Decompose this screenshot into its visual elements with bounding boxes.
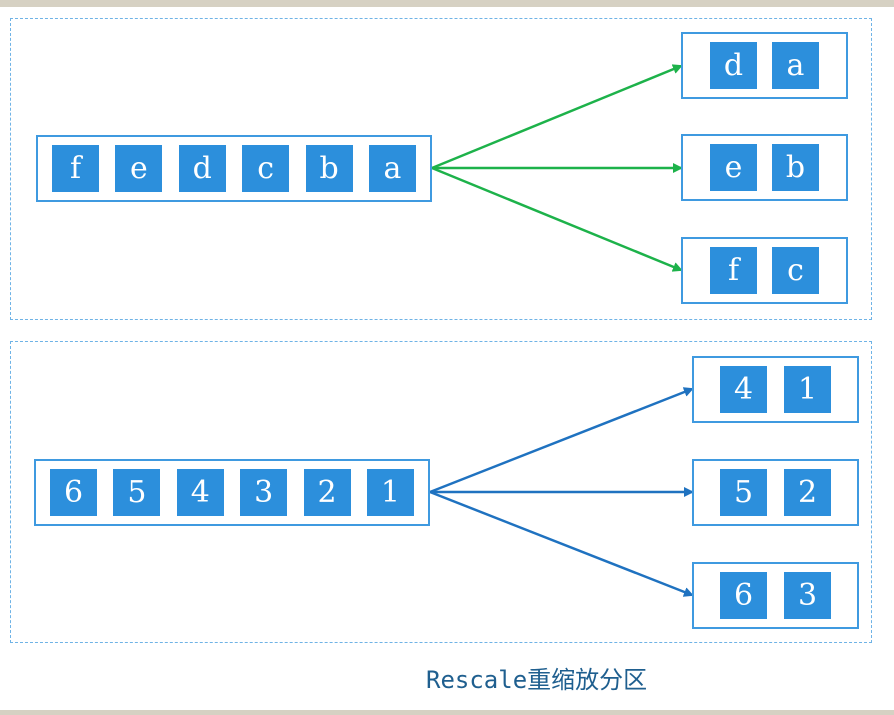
arrow-letters-to-da — [431, 64, 683, 170]
element-cell: f — [52, 145, 99, 192]
element-cell: 3 — [784, 572, 831, 619]
arrow-letters-to-fc — [431, 166, 683, 272]
element-cell: 2 — [784, 469, 831, 516]
numbers-panel — [10, 341, 872, 643]
element-cell: 6 — [720, 572, 767, 619]
letters-panel — [10, 18, 872, 320]
element-cell: 1 — [784, 366, 831, 413]
element-cell: 2 — [303, 469, 351, 516]
target-partition-numbers-3: 6 3 — [692, 562, 859, 629]
element-cell: a — [772, 42, 819, 89]
target-partition-letters-2: e b — [681, 134, 848, 201]
element-cell: e — [710, 144, 757, 191]
element-cell: c — [242, 145, 290, 192]
element-cell: f — [710, 247, 757, 294]
target-partition-letters-1: d a — [681, 32, 848, 99]
element-cell: 4 — [176, 469, 224, 516]
arrow-numbers-to-63 — [429, 490, 694, 597]
arrow-numbers-to-41 — [429, 387, 694, 494]
element-cell: e — [115, 145, 163, 192]
element-cell: a — [368, 145, 416, 192]
element-cell: 5 — [720, 469, 767, 516]
element-cell: b — [772, 144, 819, 191]
source-partition-numbers: 6 5 4 3 2 1 — [34, 459, 430, 526]
element-cell: 1 — [366, 469, 414, 516]
source-partition-letters: f e d c b a — [36, 135, 432, 202]
element-cell: 3 — [240, 469, 288, 516]
element-cell: d — [178, 145, 226, 192]
element-cell: c — [772, 247, 819, 294]
diagram-caption: Rescale重缩放分区 — [426, 666, 648, 694]
element-cell: b — [305, 145, 353, 192]
top-border-strip — [0, 0, 894, 7]
target-partition-numbers-1: 4 1 — [692, 356, 859, 423]
element-cell: 5 — [113, 469, 161, 516]
target-partition-letters-3: f c — [681, 237, 848, 304]
target-partition-numbers-2: 5 2 — [692, 459, 859, 526]
element-cell: 6 — [50, 469, 97, 516]
element-cell: d — [710, 42, 757, 89]
bottom-border-strip — [0, 710, 894, 715]
element-cell: 4 — [720, 366, 767, 413]
